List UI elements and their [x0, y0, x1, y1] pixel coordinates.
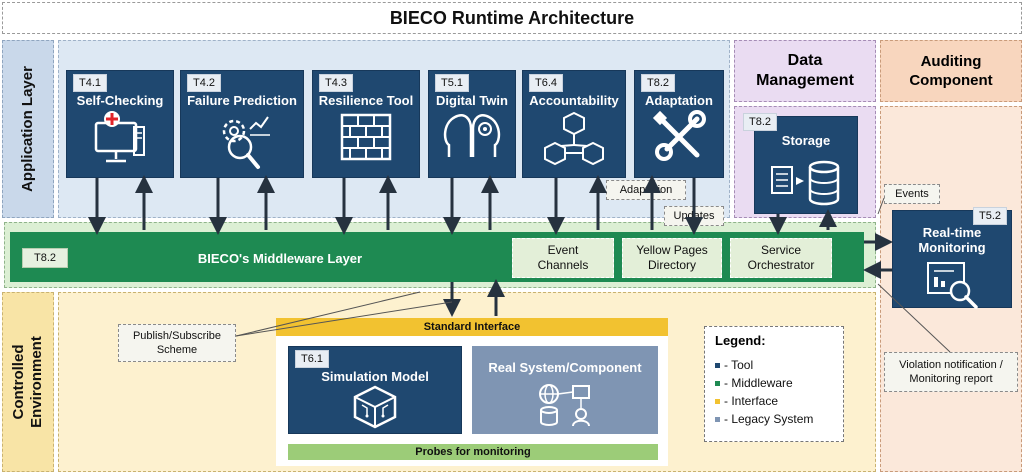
- auditing-title: Auditing Component: [909, 53, 993, 89]
- tool-name: Digital Twin: [436, 93, 508, 108]
- monitoring-name: Real-time Monitoring: [918, 225, 986, 255]
- data-management-title: Data Management: [756, 52, 854, 89]
- tool-name: Resilience Tool: [318, 93, 414, 108]
- simulation-model: T6.1 Simulation Model: [288, 346, 462, 434]
- tool-accountability: T6.4 Accountability: [522, 70, 626, 178]
- legend-item-interface: - Interface: [715, 392, 833, 410]
- legend: Legend: - Tool - Middleware - Interface …: [704, 326, 844, 442]
- simulation-tag: T6.1: [295, 350, 330, 368]
- storage-name: Storage: [781, 133, 831, 148]
- tool-name: Failure Prediction: [187, 93, 297, 108]
- auditing-header: Auditing Component: [880, 40, 1022, 102]
- legend-item-tool: - Tool: [715, 356, 833, 374]
- violation-note: Violation notification / Monitoring repo…: [884, 352, 1018, 392]
- tool-name: Adaptation: [645, 93, 713, 108]
- legend-title: Legend:: [715, 333, 766, 348]
- legend-label: - Middleware: [724, 376, 793, 390]
- violation-note-text: Violation notification / Monitoring repo…: [899, 359, 1003, 385]
- tool-tag: T4.2: [187, 74, 222, 92]
- legend-label: - Interface: [724, 394, 779, 408]
- application-layer-text: Application Layer: [19, 66, 37, 192]
- adaptation-note: Adaptation: [606, 180, 686, 200]
- storage-box: T8.2 Storage: [743, 113, 858, 214]
- monitoring-tag: T5.2: [972, 207, 1007, 225]
- controlled-env-text: Controlled Environment: [10, 336, 46, 428]
- brick-wall-icon: [340, 113, 392, 161]
- tool-tag: T4.3: [319, 74, 354, 92]
- gear-magnifier-icon: [222, 116, 270, 169]
- diagram-title: BIECO Runtime Architecture: [2, 2, 1022, 34]
- event-channels-label: Event Channels: [537, 243, 589, 272]
- legend-item-legacy: - Legacy System: [715, 410, 833, 428]
- middleware-tag: T8.2: [22, 248, 68, 268]
- wrench-screwdriver-icon: [652, 110, 706, 161]
- report-magnifier-icon: [927, 262, 978, 309]
- tool-name: Accountability: [529, 93, 619, 108]
- tool-resilience: T4.3 Resilience Tool: [312, 70, 420, 178]
- circuit-cube-icon: [353, 385, 397, 429]
- tool-adaptation: T8.2 Adaptation: [634, 70, 724, 178]
- tool-failure-prediction: T4.2 Failure Prediction: [180, 70, 304, 178]
- real-time-monitoring: T5.2 Real-time Monitoring: [892, 207, 1012, 309]
- monitor-plus-icon: [94, 111, 145, 163]
- legend-swatch: [715, 398, 720, 404]
- system-components-icon: [539, 384, 590, 427]
- pubsub-note-text: Publish/Subscribe Scheme: [132, 330, 222, 356]
- tool-tag: T5.1: [435, 74, 470, 92]
- probes-for-monitoring: Probes for monitoring: [288, 444, 658, 460]
- yellow-pages-directory: Yellow Pages Directory: [622, 238, 722, 278]
- data-management-header: Data Management: [734, 40, 876, 102]
- legend-label: - Legacy System: [724, 412, 814, 426]
- tool-name: Self-Checking: [76, 93, 164, 108]
- legend-label: - Tool: [724, 358, 754, 372]
- event-channels: Event Channels: [512, 238, 614, 278]
- yellow-pages-label: Yellow Pages Directory: [636, 243, 708, 272]
- simulation-name: Simulation Model: [321, 369, 429, 384]
- tool-tag: T4.1: [73, 74, 108, 92]
- storage-tag: T8.2: [743, 113, 778, 131]
- service-orchestrator: Service Orchestrator: [730, 238, 832, 278]
- application-layer-label: Application Layer: [2, 40, 54, 218]
- pubsub-note: Publish/Subscribe Scheme: [118, 324, 236, 362]
- legend-swatch: [715, 362, 720, 368]
- legend-swatch: [715, 380, 720, 386]
- updates-note: Updates: [664, 206, 724, 226]
- tool-self-checking: T4.1 Self-Checking: [66, 70, 174, 178]
- real-system-name: Real System/Component: [488, 360, 642, 375]
- legend-swatch: [715, 416, 720, 422]
- twin-heads-icon: [443, 114, 501, 157]
- service-orchestrator-label: Service Orchestrator: [747, 243, 815, 272]
- legend-item-middleware: - Middleware: [715, 374, 833, 392]
- tool-digital-twin: T5.1 Digital Twin: [428, 70, 516, 178]
- cubes-network-icon: [544, 111, 604, 166]
- standard-interface: Standard Interface: [276, 318, 668, 336]
- middleware-label: BIECO's Middleware Layer: [197, 250, 363, 266]
- real-system-component: Real System/Component: [472, 346, 658, 434]
- database-icon: [771, 160, 840, 206]
- events-note: Events: [884, 184, 940, 204]
- tool-tag: T8.2: [641, 74, 676, 92]
- tool-tag: T6.4: [529, 74, 564, 92]
- controlled-env-label: Controlled Environment: [2, 292, 54, 472]
